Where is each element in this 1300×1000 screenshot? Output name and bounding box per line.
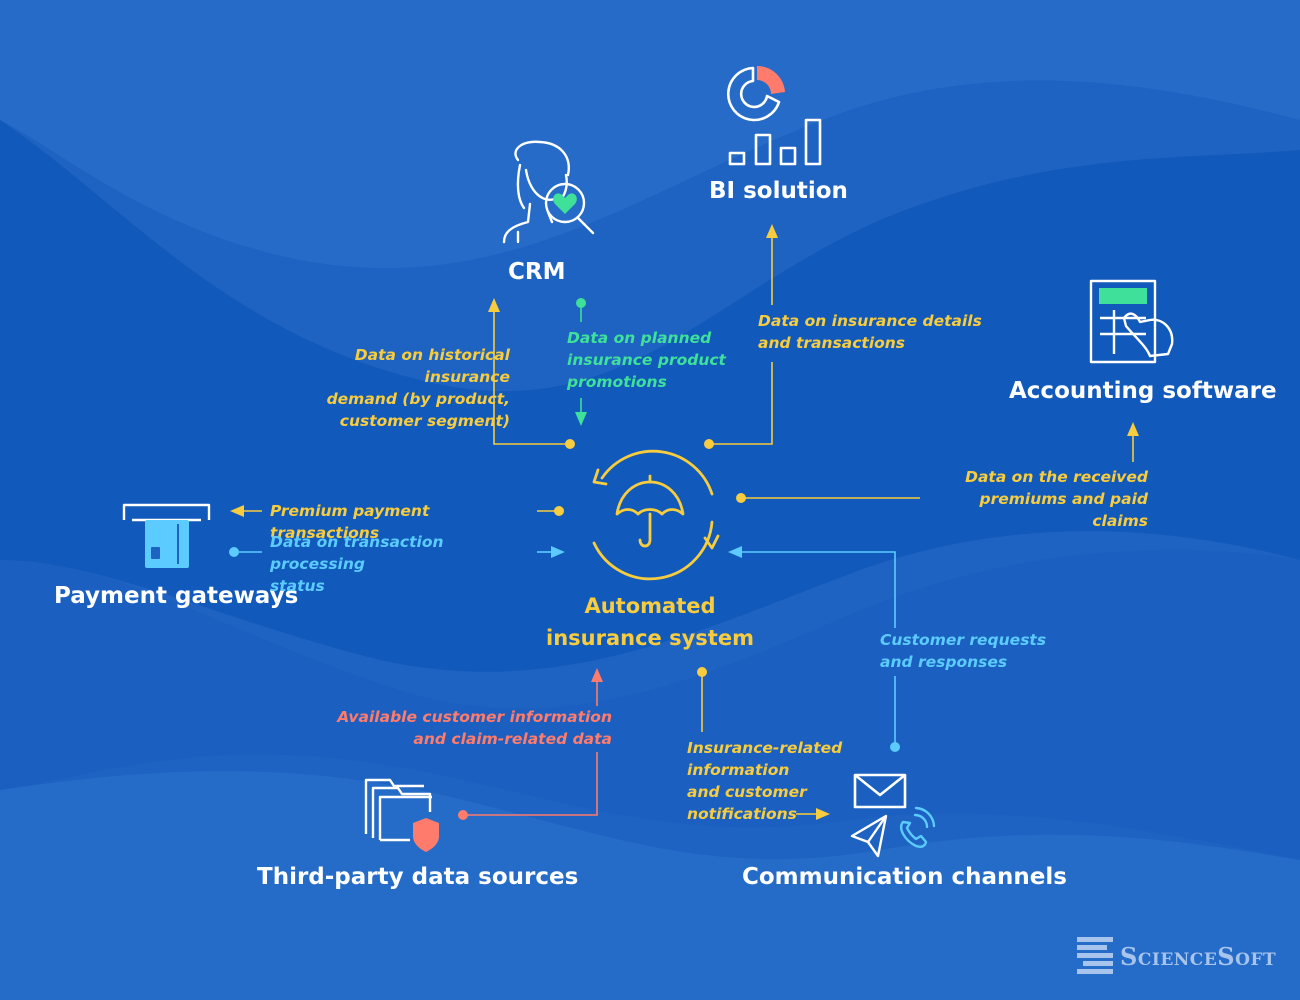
card-chip-icon — [151, 547, 160, 559]
node-automated-insurance-system: Automated insurance system — [546, 594, 754, 650]
node-communication-channels: Communication channels — [742, 864, 1067, 890]
dot-available-info — [458, 810, 468, 820]
arrowhead-premium-payment — [230, 505, 244, 517]
brand-name: ScienceSoft — [1120, 942, 1277, 971]
paper-plane-icon — [850, 814, 888, 858]
calculator-icon — [1089, 279, 1174, 364]
arrowhead-planned — [575, 412, 587, 426]
node-accounting-software: Accounting software — [1009, 378, 1277, 404]
arrowhead-insurance-related — [816, 808, 830, 820]
node-third-party-data-sources: Third-party data sources — [257, 864, 579, 890]
arrowhead-processing — [551, 546, 565, 558]
card-icon — [145, 520, 189, 568]
flow-customer-requests: Customer requests and responses — [880, 631, 1047, 671]
bi-chart-icon — [727, 66, 822, 166]
dot-premium-payment — [554, 506, 564, 516]
arrowhead-customer-requests — [728, 546, 742, 558]
umbrella-cycle-icon — [592, 449, 720, 581]
arrowhead-insurance-details — [766, 224, 778, 238]
flow-premium-payment: Premium payment transactions — [270, 502, 430, 542]
flow-planned-promotions: Data on planned insurance product promot… — [567, 329, 726, 391]
node-payment-gateways: Payment gateways — [54, 583, 299, 609]
connector-historical — [493, 308, 570, 445]
card-terminal-icon — [122, 503, 211, 522]
dot-customer-requests — [890, 742, 900, 752]
flow-insurance-related: Insurance-related information and custom… — [687, 739, 843, 823]
flow-available-info: Available customer information and claim… — [337, 708, 612, 748]
node-bi-solution: BI solution — [709, 178, 848, 204]
dot-planned — [576, 298, 586, 308]
arrowhead-historical — [488, 298, 500, 312]
dot-processing — [229, 547, 239, 557]
flow-insurance-details: Data on insurance details and transactio… — [758, 312, 982, 352]
bi-slice-icon — [757, 65, 785, 94]
folder-stack-icon — [364, 778, 432, 842]
crm-person-search-icon — [502, 140, 595, 244]
dot-insurance-related — [697, 667, 707, 677]
envelope-icon — [853, 773, 907, 809]
connector-available-info — [463, 752, 598, 816]
flow-historical-demand: Data on historical insurance demand (by … — [326, 346, 510, 430]
sciencesoft-brand: ScienceSoft — [1076, 936, 1286, 976]
dot-insurance-details — [704, 439, 714, 449]
sciencesoft-logo-icon — [1077, 937, 1113, 974]
flow-received-premiums: Data on the received premiums and paid c… — [965, 468, 1148, 530]
connector-insurance-details — [709, 362, 773, 445]
calculator-display-icon — [1099, 288, 1147, 304]
connector-customer-requests — [740, 551, 896, 628]
dot-historical — [565, 439, 575, 449]
crm-heart-icon — [553, 193, 577, 214]
node-crm: CRM — [508, 259, 566, 285]
shield-icon — [413, 818, 439, 852]
dot-received-premiums — [736, 493, 746, 503]
flow-processing-status: Data on transaction processing status — [270, 533, 444, 595]
arrowhead-received-premiums — [1127, 422, 1139, 436]
arrowhead-available-info — [591, 668, 603, 682]
phone-icon — [900, 806, 936, 848]
